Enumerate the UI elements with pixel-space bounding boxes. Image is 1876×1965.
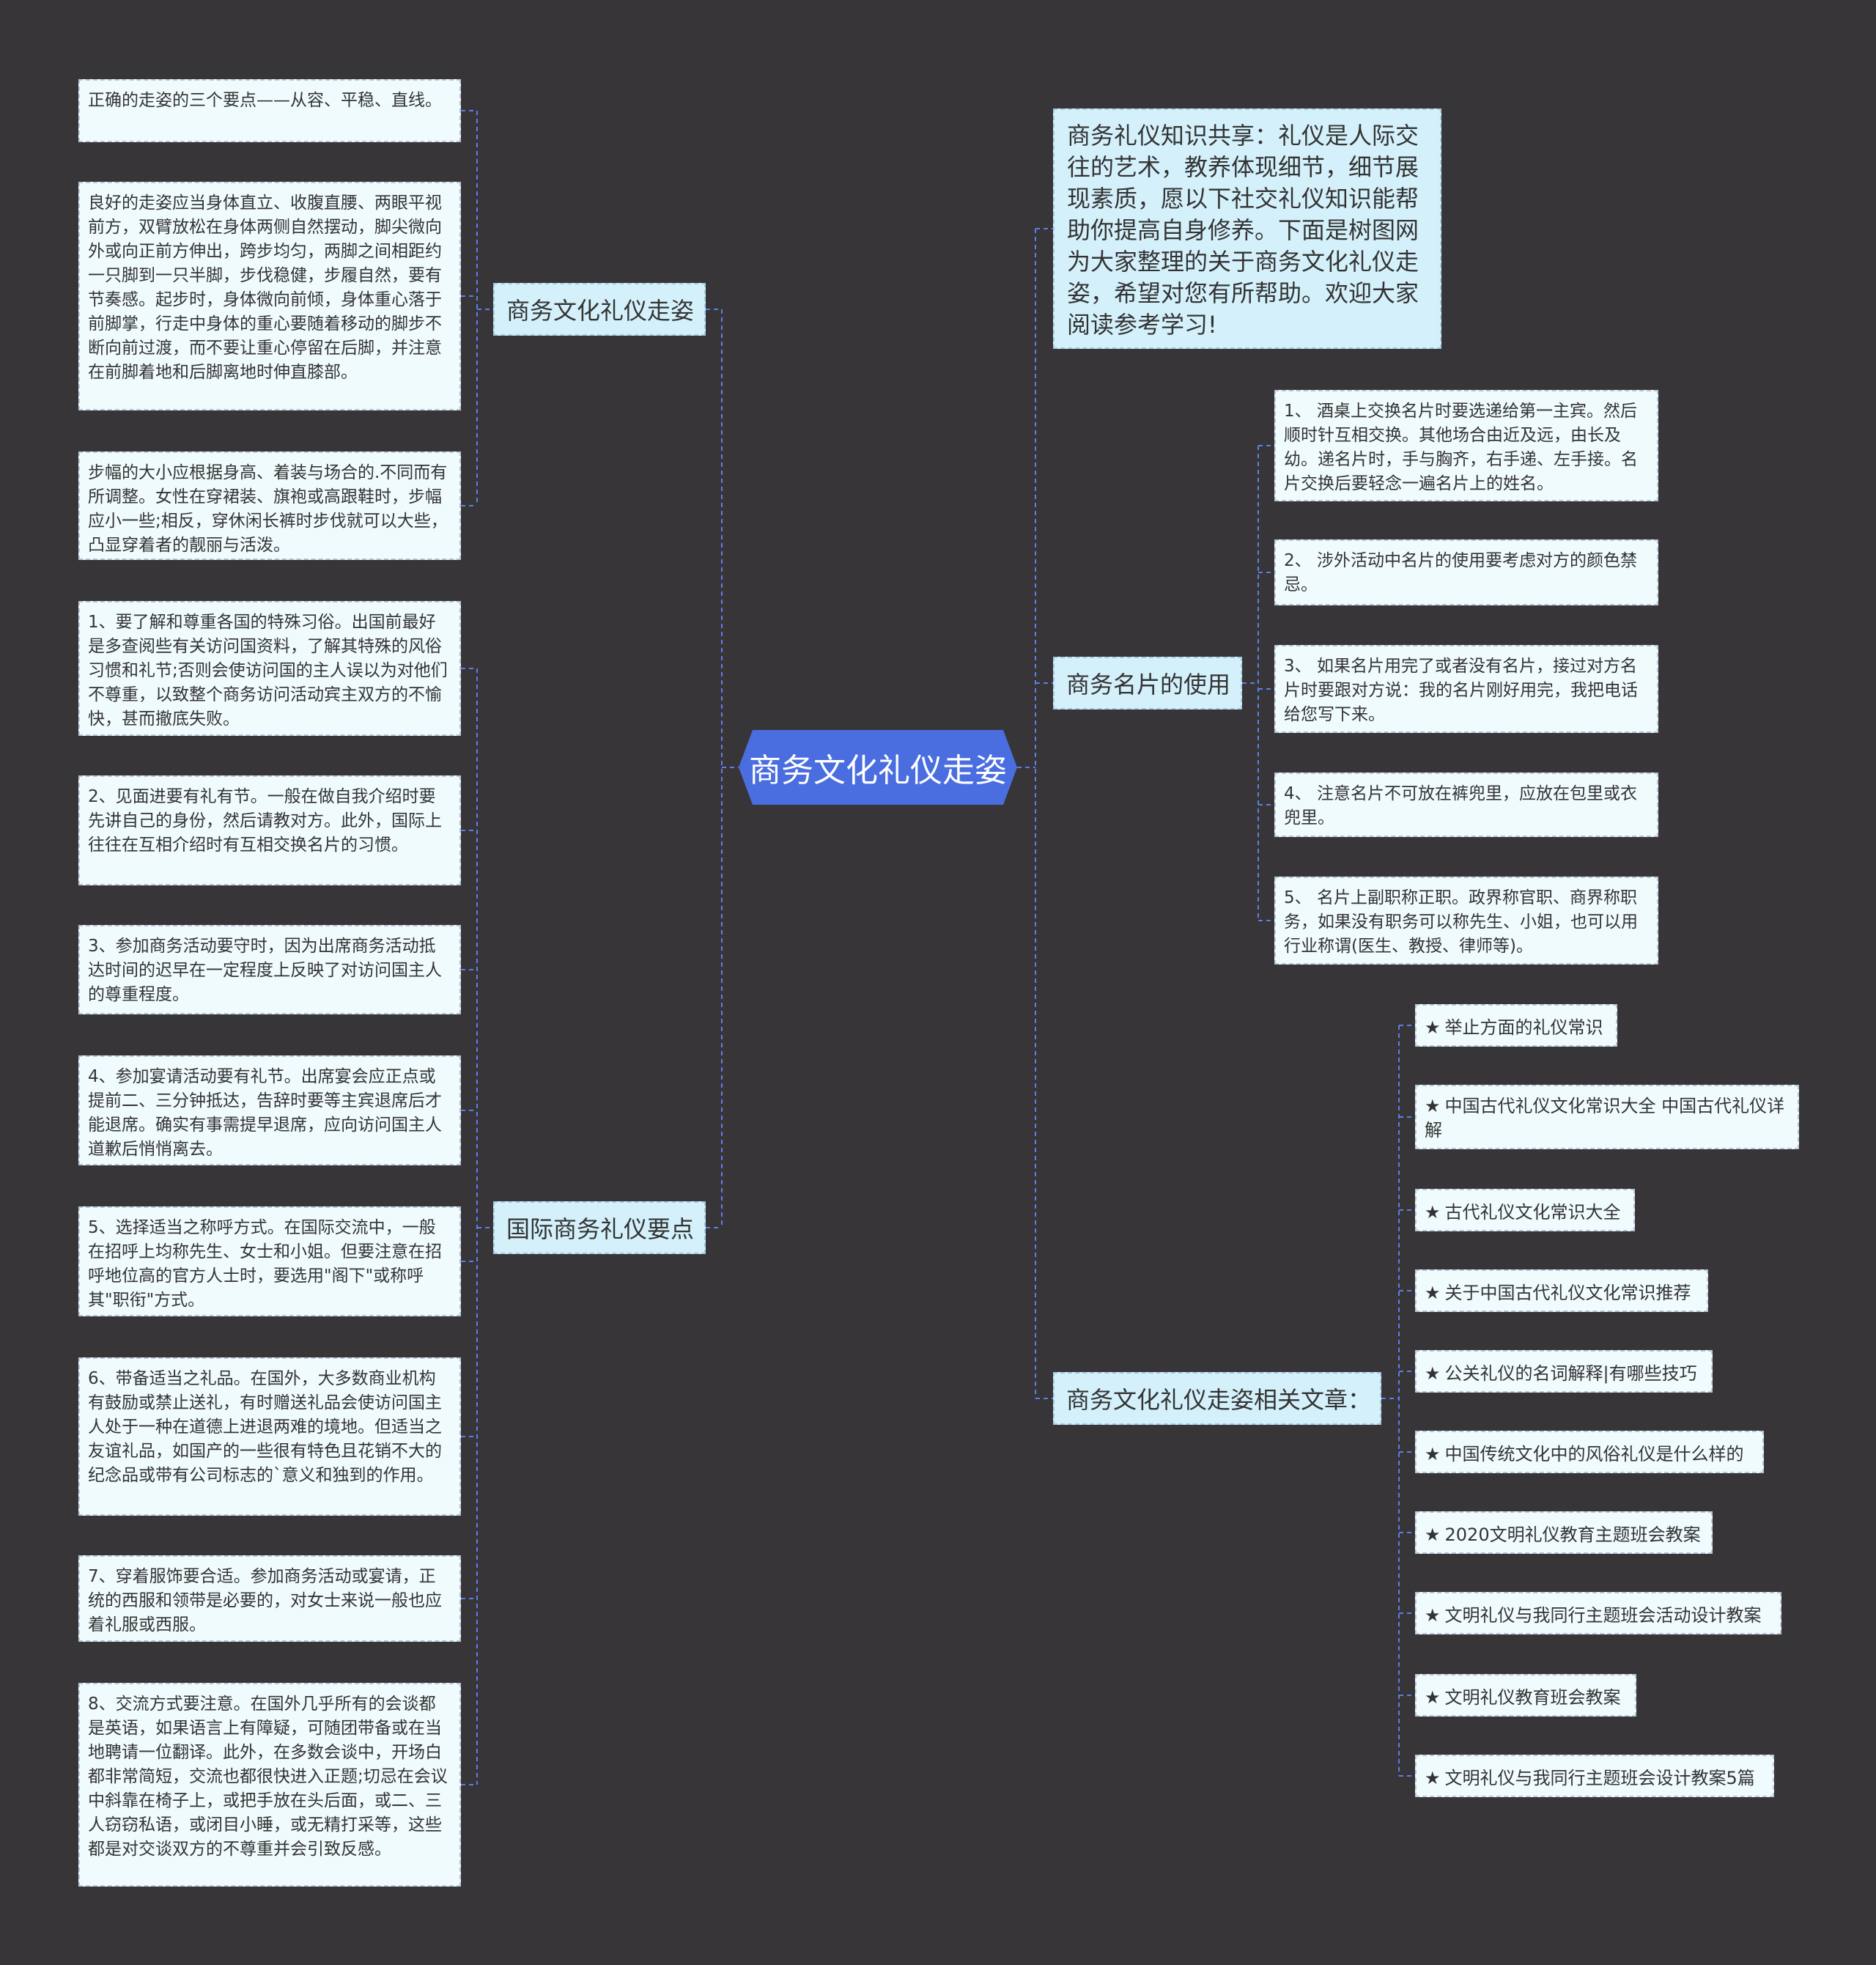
- related-article-link[interactable]: ★中国古代礼仪文化常识大全 中国古代礼仪详解: [1415, 1085, 1799, 1149]
- link-text: 古代礼仪文化常识大全: [1444, 1202, 1621, 1223]
- star-icon: ★: [1425, 1444, 1441, 1464]
- branch-business-card[interactable]: 商务名片的使用: [1053, 657, 1242, 709]
- leaf-node[interactable]: 7、穿着服饰要合适。参加商务活动或宴请，正统的西服和领带是必要的，对女士来说一般…: [78, 1555, 461, 1642]
- related-article-link[interactable]: ★举止方面的礼仪常识: [1415, 1004, 1617, 1047]
- related-article-link[interactable]: ★关于中国古代礼仪文化常识推荐: [1415, 1269, 1708, 1312]
- link-text: 文明礼仪与我同行主题班会设计教案5篇: [1444, 1768, 1755, 1788]
- star-icon: ★: [1425, 1525, 1441, 1545]
- star-icon: ★: [1425, 1687, 1441, 1708]
- star-icon: ★: [1425, 1202, 1441, 1223]
- leaf-node[interactable]: 8、交流方式要注意。在国外几乎所有的会谈都是英语，如果语言上有障疑，可随团带备或…: [78, 1683, 461, 1887]
- branch-international-etiquette[interactable]: 国际商务礼仪要点: [493, 1201, 706, 1254]
- leaf-node[interactable]: 5、 名片上副职称正职。政界称官职、商界称职务，如果没有职务可以称先生、小姐，也…: [1274, 877, 1658, 965]
- related-article-link[interactable]: ★2020文明礼仪教育主题班会教案: [1415, 1511, 1713, 1554]
- leaf-node[interactable]: 1、 酒桌上交换名片时要选递给第一主宾。然后顺时针互相交换。其他场合由近及远，由…: [1274, 390, 1658, 501]
- related-article-link[interactable]: ★古代礼仪文化常识大全: [1415, 1189, 1635, 1231]
- intro-text[interactable]: 商务礼仪知识共享：礼仪是人际交往的艺术，教养体现细节，细节展现素质，愿以下社交礼…: [1053, 108, 1441, 349]
- branch-walking-posture[interactable]: 商务文化礼仪走姿: [493, 283, 706, 336]
- link-text: 举止方面的礼仪常识: [1444, 1017, 1603, 1038]
- leaf-node[interactable]: 3、参加商务活动要守时，因为出席商务活动抵达时间的迟早在一定程度上反映了对访问国…: [78, 925, 461, 1014]
- link-text: 文明礼仪教育班会教案: [1444, 1687, 1621, 1708]
- link-text: 文明礼仪与我同行主题班会活动设计教案: [1444, 1605, 1762, 1626]
- star-icon: ★: [1425, 1017, 1441, 1038]
- leaf-node[interactable]: 正确的走姿的三个要点——从容、平稳、直线。: [78, 79, 461, 142]
- leaf-node[interactable]: 3、 如果名片用完了或者没有名片，接过对方名片时要跟对方说：我的名片刚好用完，我…: [1274, 645, 1658, 733]
- branch-related-articles[interactable]: 商务文化礼仪走姿相关文章：: [1053, 1372, 1381, 1425]
- link-text: 关于中国古代礼仪文化常识推荐: [1444, 1283, 1691, 1303]
- star-icon: ★: [1425, 1283, 1441, 1303]
- leaf-node[interactable]: 2、见面进要有礼有节。一般在做自我介绍时要先讲自己的身份，然后请教对方。此外，国…: [78, 775, 461, 885]
- leaf-node[interactable]: 2、 涉外活动中名片的使用要考虑对方的颜色禁忌。: [1274, 539, 1658, 605]
- related-article-link[interactable]: ★文明礼仪与我同行主题班会设计教案5篇: [1415, 1755, 1774, 1797]
- related-article-link[interactable]: ★文明礼仪与我同行主题班会活动设计教案: [1415, 1592, 1781, 1634]
- leaf-node[interactable]: 良好的走姿应当身体直立、收腹直腰、两眼平视前方，双臂放松在身体两侧自然摆动，脚尖…: [78, 182, 461, 410]
- link-text: 中国古代礼仪文化常识大全 中国古代礼仪详解: [1425, 1096, 1785, 1140]
- star-icon: ★: [1425, 1096, 1441, 1116]
- root-node[interactable]: 商务文化礼仪走姿: [739, 730, 1017, 805]
- related-article-link[interactable]: ★公关礼仪的名词解释|有哪些技巧: [1415, 1350, 1713, 1393]
- leaf-node[interactable]: 4、 注意名片不可放在裤兜里，应放在包里或衣兜里。: [1274, 773, 1658, 837]
- leaf-node[interactable]: 步幅的大小应根据身高、着装与场合的.不同而有所调整。女性在穿裙装、旗袍或高跟鞋时…: [78, 451, 461, 560]
- link-text: 公关礼仪的名词解释|有哪些技巧: [1444, 1363, 1697, 1384]
- leaf-node[interactable]: 6、带备适当之礼品。在国外，大多数商业机构有鼓励或禁止送礼，有时赠送礼品会使访问…: [78, 1357, 461, 1516]
- link-text: 中国传统文化中的风俗礼仪是什么样的: [1444, 1444, 1744, 1464]
- leaf-node[interactable]: 1、要了解和尊重各国的特殊习俗。出国前最好是多查阅些有关访问国资料，了解其特殊的…: [78, 601, 461, 736]
- link-text: 2020文明礼仪教育主题班会教案: [1444, 1525, 1701, 1545]
- related-article-link[interactable]: ★文明礼仪教育班会教案: [1415, 1674, 1636, 1717]
- star-icon: ★: [1425, 1768, 1441, 1788]
- leaf-node[interactable]: 5、选择适当之称呼方式。在国际交流中，一般在招呼上均称先生、女士和小姐。但要注意…: [78, 1206, 461, 1316]
- star-icon: ★: [1425, 1605, 1441, 1626]
- related-article-link[interactable]: ★中国传统文化中的风俗礼仪是什么样的: [1415, 1431, 1764, 1473]
- leaf-node[interactable]: 4、参加宴请活动要有礼节。出席宴会应正点或提前二、三分钟抵达，告辞时要等主宾退席…: [78, 1055, 461, 1165]
- star-icon: ★: [1425, 1363, 1441, 1384]
